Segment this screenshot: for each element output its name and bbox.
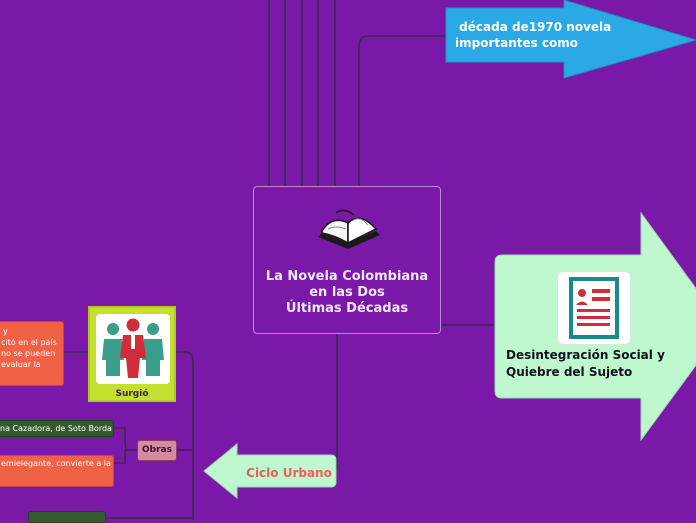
surgio-label: Surgió (115, 389, 149, 399)
obras-note-1[interactable]: na Cazadora, de Soto Borda (0, 420, 114, 437)
central-title-line-3: Últimas Décadas (285, 301, 409, 316)
central-topic[interactable]: La Novela Colombiana en las Dos Últimas … (253, 186, 441, 334)
obras-note-2-text: emielegante, convierte a la (1, 459, 111, 468)
surgio-node[interactable]: Surgió (88, 306, 176, 402)
surgio-note[interactable]: y citó en el país no se pueden evaluar l… (0, 321, 64, 386)
surgio-note-line-1: y (3, 327, 8, 336)
right-arrow-label[interactable]: Desintegración Social y Quiebre del Suje… (506, 347, 676, 381)
surgio-note-line-4: evaluar la (1, 360, 41, 369)
people-group-icon (96, 314, 170, 384)
ciclo-urbano-arrow-shape (203, 443, 337, 499)
ciclo-urbano-label[interactable]: Ciclo Urbano (246, 466, 332, 480)
obras-note-2[interactable]: emielegante, convierte a la (0, 455, 114, 487)
open-book-icon (318, 209, 380, 249)
central-title-line-2: en las Dos (309, 285, 385, 300)
top-arrow-label[interactable]: década de1970 novela importantes como (455, 19, 625, 51)
obras-note-1-text: na Cazadora, de Soto Borda (0, 424, 112, 433)
surgio-note-line-3: no se pueden (1, 349, 56, 358)
right-arrow-line-2: Quiebre del Sujeto (506, 365, 633, 379)
obras-note-3[interactable] (28, 511, 106, 523)
document-list-icon (557, 271, 631, 345)
obras-node[interactable]: Obras (137, 440, 177, 461)
central-topic-title: La Novela Colombiana en las Dos Últimas … (254, 269, 440, 317)
top-arrow-line-2: importantes como (455, 36, 579, 50)
top-arrow-shape (445, 0, 696, 79)
central-title-line-1: La Novela Colombiana (265, 269, 429, 284)
right-arrow-line-1: Desintegración Social y (506, 348, 665, 362)
surgio-note-line-2: citó en el país (1, 338, 57, 347)
top-arrow-line-1: década de1970 novela (455, 20, 612, 34)
